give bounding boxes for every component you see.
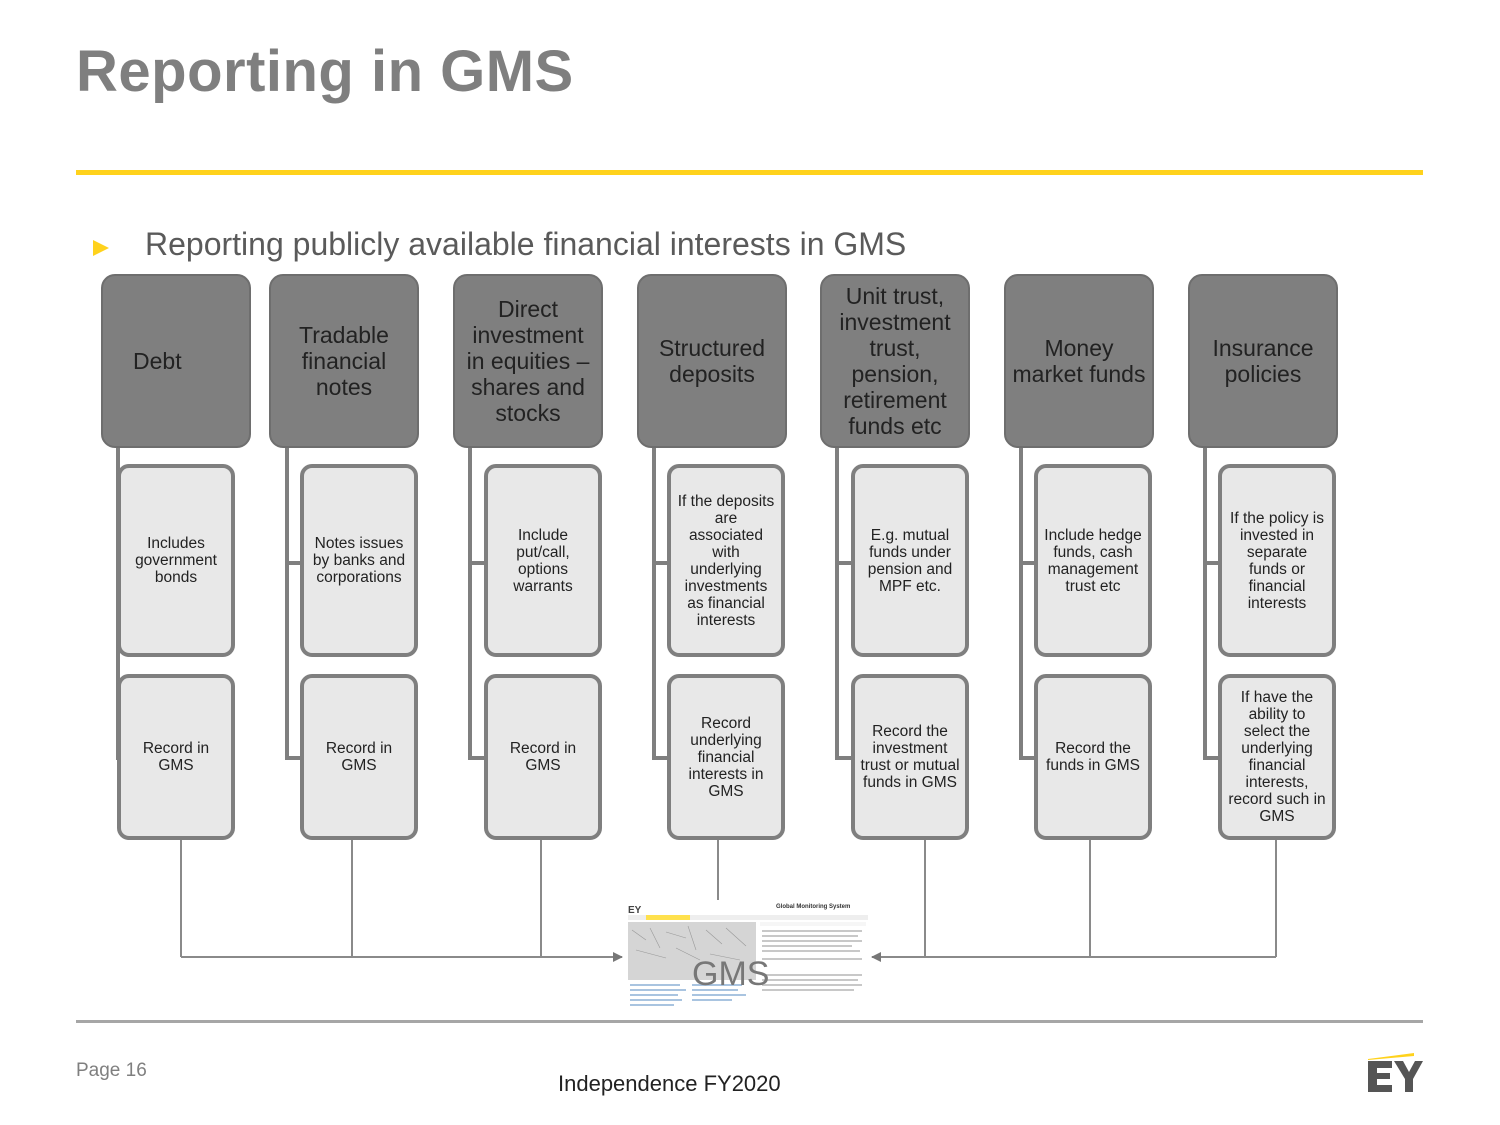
category-header-equities: Direct investment in equities – shares a… [453, 274, 603, 448]
category-header-debt: Debt [101, 274, 251, 448]
category-detail-debt: Includes government bonds [117, 464, 235, 657]
category-header-structured-deposits: Structured deposits [637, 274, 787, 448]
category-action-structured-deposits: Record underlying financial interests in… [667, 674, 785, 840]
category-header-insurance: Insurance policies [1188, 274, 1338, 448]
category-detail-money-market: Include hedge funds, cash management tru… [1034, 464, 1152, 657]
ey-logo-icon [1368, 1053, 1423, 1092]
gms-screenshot: EY Global Monitoring System [626, 900, 870, 1014]
category-action-tradable-notes: Record in GMS [300, 674, 418, 840]
category-detail-structured-deposits: If the deposits are associated with unde… [667, 464, 785, 657]
category-action-unit-trust: Record the investment trust or mutual fu… [851, 674, 969, 840]
category-action-insurance: If have the ability to select the underl… [1218, 674, 1336, 840]
page-number: Page 16 [76, 1060, 147, 1081]
category-header-tradable-notes: Tradable financial notes [269, 274, 419, 448]
gms-screenshot-title: Global Monitoring System [776, 904, 850, 910]
ey-logo [1366, 1053, 1424, 1100]
footer-title: Independence FY2020 [558, 1071, 781, 1096]
category-action-debt: Record in GMS [117, 674, 235, 840]
category-header-unit-trust: Unit trust, investment trust, pension, r… [820, 274, 970, 448]
gms-label: GMS [692, 955, 770, 993]
slide-title: Reporting in GMS [76, 39, 574, 104]
svg-text:EY: EY [628, 905, 642, 916]
footer-divider [76, 1020, 1423, 1023]
category-detail-tradable-notes: Notes issues by banks and corporations [300, 464, 418, 657]
category-detail-equities: Include put/call, options warrants [484, 464, 602, 657]
title-divider [76, 170, 1423, 175]
category-detail-unit-trust: E.g. mutual funds under pension and MPF … [851, 464, 969, 657]
category-detail-insurance: If the policy is invested in separate fu… [1218, 464, 1336, 657]
bullet-arrow-icon [93, 240, 109, 256]
gms-screenshot-graphic: EY Global Monitoring System [626, 900, 870, 1014]
bullet-text: Reporting publicly available financial i… [145, 226, 907, 262]
category-header-money-market: Money market funds [1004, 274, 1154, 448]
category-action-money-market: Record the funds in GMS [1034, 674, 1152, 840]
category-action-equities: Record in GMS [484, 674, 602, 840]
